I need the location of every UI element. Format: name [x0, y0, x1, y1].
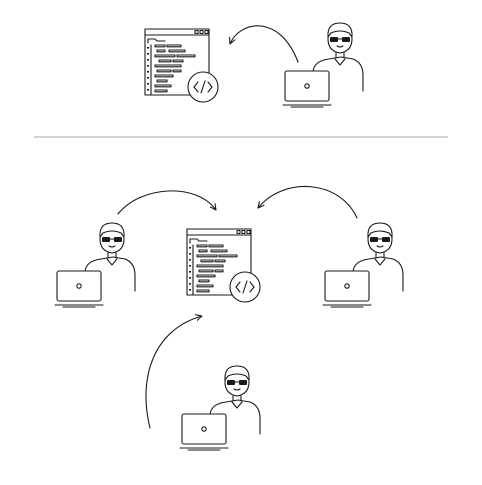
curved-arrow: [230, 25, 299, 63]
curved-arrow: [145, 316, 203, 429]
code-file-icon: [144, 28, 219, 103]
curved-arrow: [117, 190, 217, 215]
top-panel: [144, 22, 364, 108]
developer-icon: [54, 222, 136, 308]
bottom-panel: [54, 186, 404, 451]
curved-arrow: [257, 186, 358, 219]
developer-icon: [282, 22, 364, 108]
developer-icon: [322, 222, 404, 308]
code-file-icon: [186, 228, 261, 303]
developer-icon: [179, 365, 261, 451]
